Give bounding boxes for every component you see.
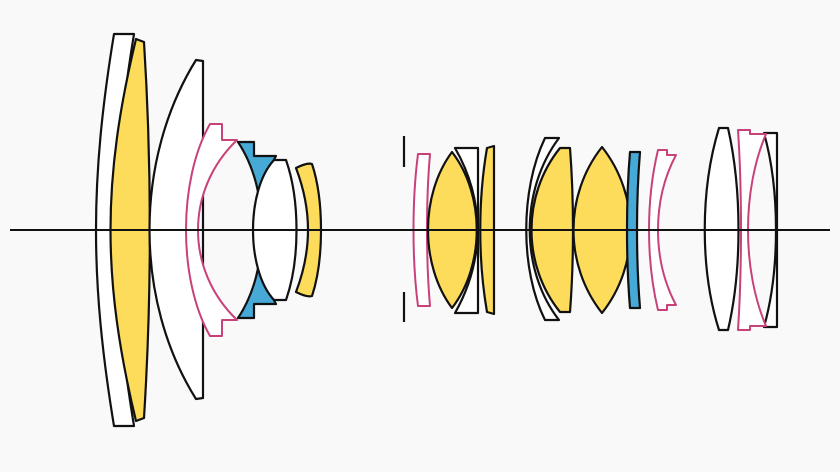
lens-element-18-aspherical bbox=[737, 129, 767, 331]
lens-element-16-aspherical bbox=[648, 149, 677, 311]
lens-element-12-white bbox=[525, 136, 561, 322]
lens-element-4-aspherical bbox=[185, 123, 238, 337]
